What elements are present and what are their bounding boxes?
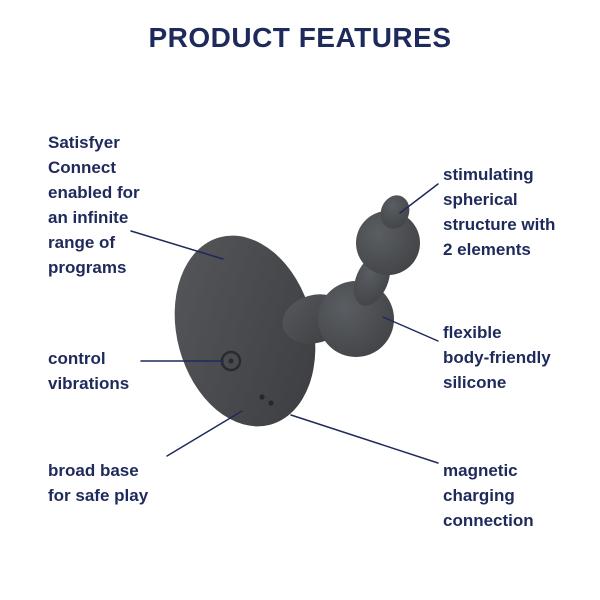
callout-lines — [130, 183, 439, 464]
product-upper-sphere — [356, 211, 420, 275]
feature-label-broad-base: broad base for safe play — [48, 461, 149, 505]
feature-label-satisfyer-connect: Satisfyer Connect enabled for an infinit… — [48, 133, 140, 277]
feature-label-control-vibrations: control vibrations — [48, 349, 130, 393]
charging-contact-icon — [268, 400, 274, 406]
feature-label-flexible-silicone: flexible body-friendly silicone — [443, 323, 551, 392]
callout-line-spherical-structure — [399, 183, 439, 214]
product-tip — [380, 195, 410, 229]
page-title: PRODUCT FEATURES — [148, 22, 452, 53]
callout-line-broad-base — [166, 410, 243, 457]
product-base — [174, 235, 316, 427]
callout-line-flexible-silicone — [382, 316, 439, 342]
feature-label-spherical-structure: stimulating spherical structure with 2 e… — [443, 165, 556, 259]
callout-line-magnetic-charging — [290, 414, 439, 464]
callout-line-connect — [130, 230, 224, 260]
charging-contact-icon — [259, 394, 265, 400]
feature-label-magnetic-charging: magnetic charging connection — [443, 461, 534, 530]
control-button-dot-icon — [228, 358, 234, 364]
product-body — [174, 195, 420, 427]
